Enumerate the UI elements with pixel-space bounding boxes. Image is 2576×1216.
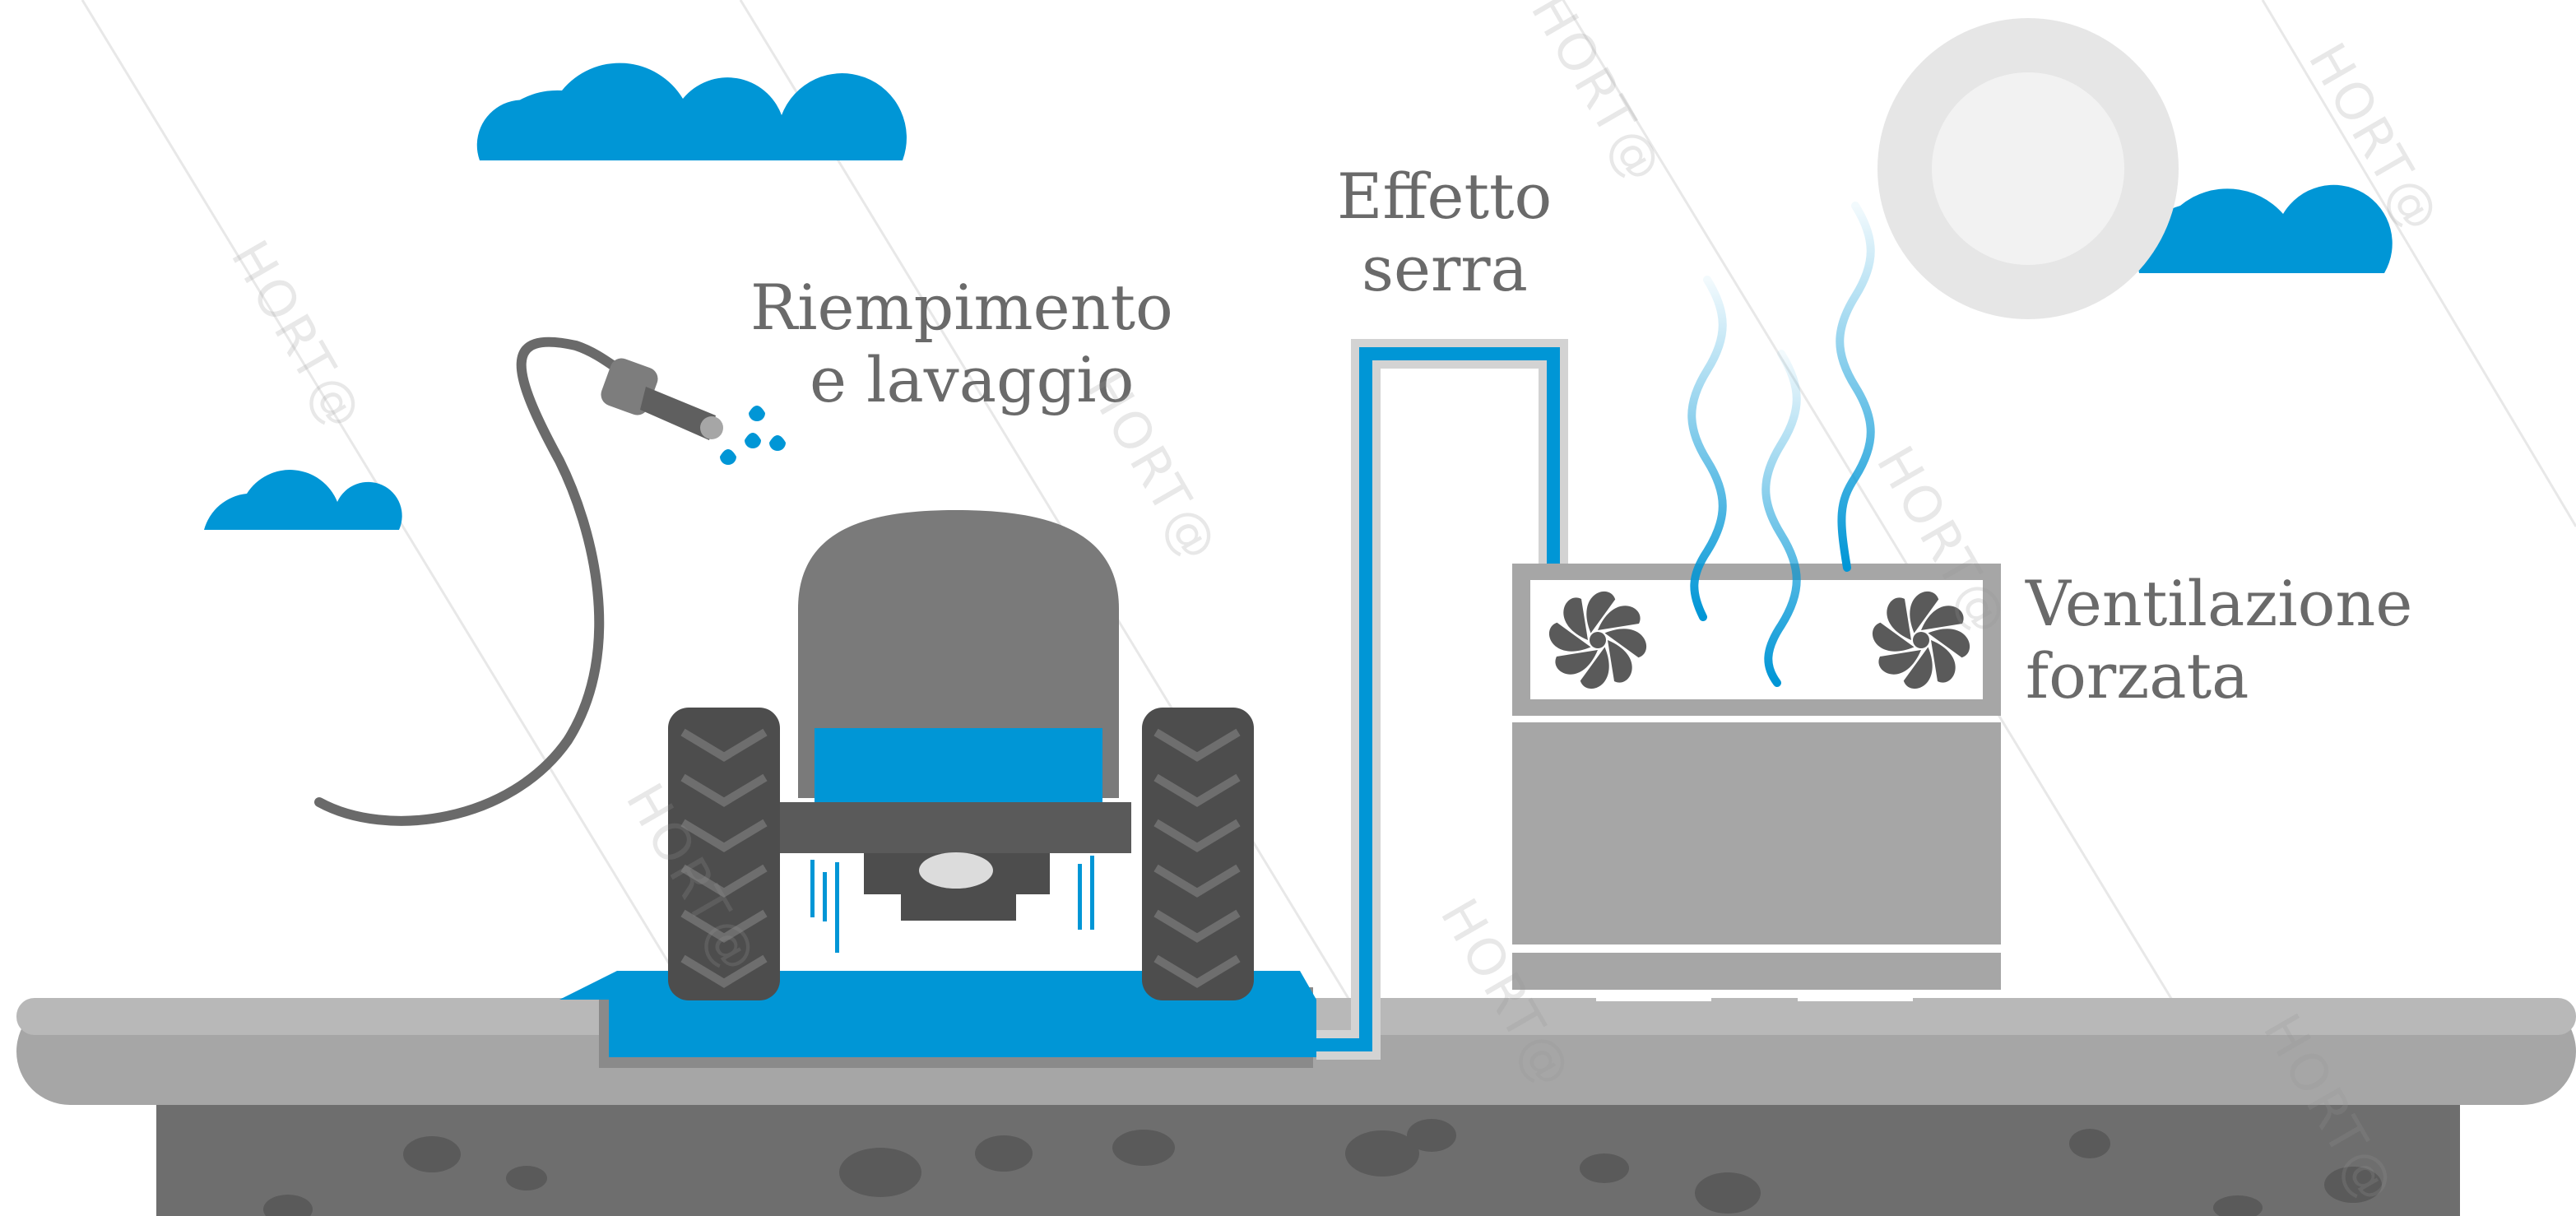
fan-right-icon [1873,592,1970,689]
heat-waves [1687,202,1875,687]
hose [314,336,638,826]
tractor-wheel-right [1142,708,1254,1000]
spray-nozzle [601,358,723,440]
cloud-small-left [204,470,402,530]
label-filling-line2: e lavaggio [810,343,1135,416]
tractor-wheel-left [668,708,780,1000]
label-greenhouse-line1: Effetto [1337,160,1553,233]
label-ventilation-line2: forzata [2026,639,2249,712]
greenhouse-pipe [1316,339,1568,1060]
label-greenhouse-line2: serra [1362,232,1528,305]
fan-left-icon [1549,592,1646,689]
label-ventilation-line1: Ventilazione [2026,567,2413,640]
cloud-right [2137,184,2393,273]
soil [156,1094,2460,1216]
label-filling-line1: Riempimento [750,271,1173,344]
label-forced-ventilation: Ventilazione forzata [2026,568,2412,712]
label-greenhouse-effect: Effetto serra [1337,160,1552,305]
label-filling-washing: Riempimento e lavaggio [750,272,1173,416]
cloud-large [476,63,907,160]
water-droplets [720,406,786,465]
tractor-windshield [815,728,1102,810]
tractor [668,510,1254,1000]
sun [1877,18,2179,319]
